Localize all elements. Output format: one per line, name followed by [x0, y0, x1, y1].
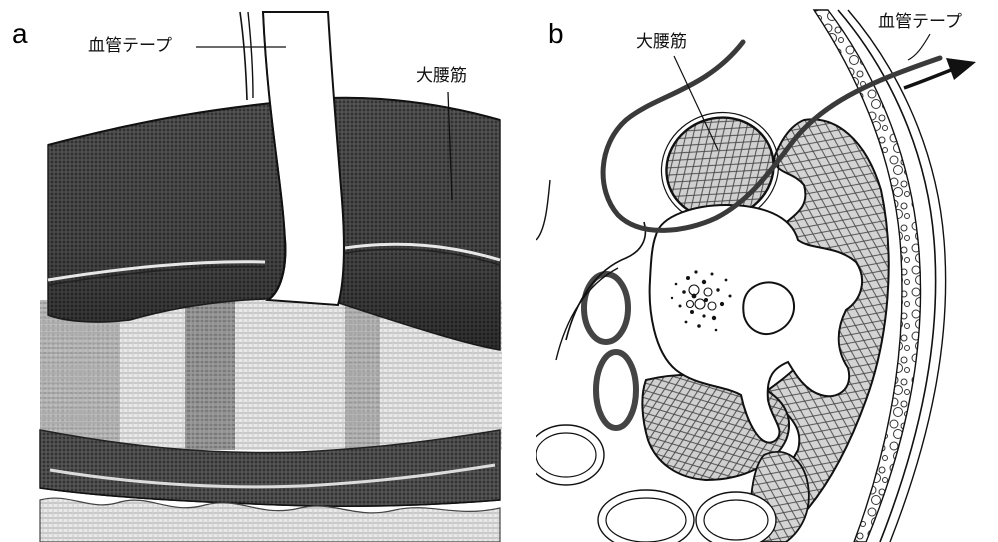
vena-cava [596, 352, 636, 428]
label-psoas-a: 大腰筋 [416, 68, 467, 85]
panel-letter-a: a [12, 20, 28, 48]
pull-arrow [904, 68, 956, 88]
spinal-canal [743, 282, 794, 334]
panel-a: a 血管テープ 大腰筋 [0, 0, 522, 542]
panel-b-illustration [536, 0, 998, 542]
aorta [584, 274, 628, 342]
bowel-loop [536, 425, 604, 485]
label-vessel-tape-b: 血管テープ [878, 14, 962, 31]
leader-line-vessel-tape [908, 34, 930, 60]
panel-b: b 大腰筋 血管テープ [536, 0, 998, 542]
vessel-tape-thin [240, 12, 247, 100]
panel-letter-b: b [548, 20, 564, 48]
label-psoas-b: 大腰筋 [636, 34, 687, 51]
background-vessel [185, 300, 235, 450]
label-vessel-tape-a: 血管テープ [88, 38, 172, 55]
